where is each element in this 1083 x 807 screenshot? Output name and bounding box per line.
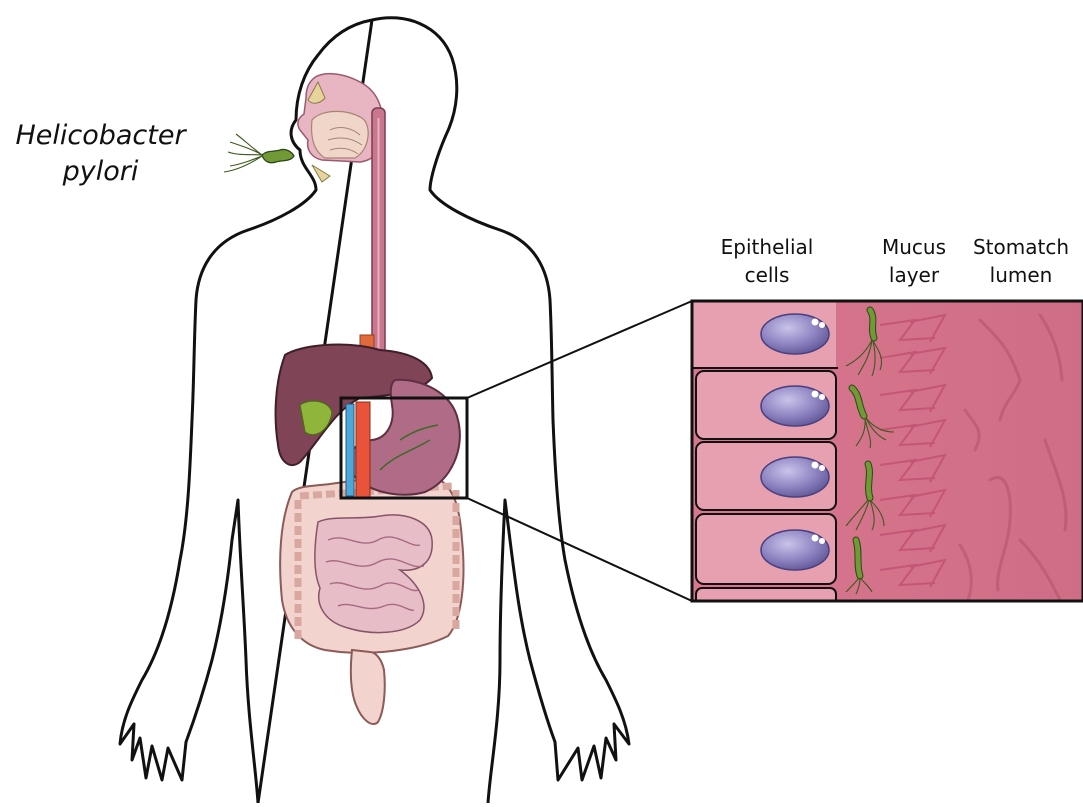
aorta [356, 402, 370, 497]
organism-label: Helicobacter pylori [8, 118, 193, 190]
bacterium-icon [224, 134, 294, 172]
mucus-layer-label: Mucus layer [866, 233, 962, 289]
lumen-label-line1: Stomatch [962, 233, 1080, 261]
vena-cava [346, 404, 354, 496]
zoom-line-top [467, 301, 692, 398]
lumen-label-line2: lumen [962, 261, 1080, 289]
epithelial-cells-label: Epithelial cells [700, 233, 834, 289]
epithelial-cells [692, 301, 838, 608]
organism-name-line2: pylori [8, 154, 193, 190]
zoom-panel [692, 301, 1083, 608]
mucus-label-line2: layer [866, 261, 962, 289]
epithelial-cell [696, 371, 836, 439]
epithelial-label-line2: cells [700, 261, 834, 289]
intestine-icon [280, 476, 463, 724]
epithelial-cell [696, 442, 836, 510]
epithelial-cell [696, 514, 836, 584]
mucus-label-line1: Mucus [866, 233, 962, 261]
epithelial-cell [692, 301, 838, 368]
gallbladder [300, 401, 332, 435]
stomach-lumen-label: Stomatch lumen [962, 233, 1080, 289]
epithelial-label-line1: Epithelial [700, 233, 834, 261]
organism-name-line1: Helicobacter [8, 118, 193, 154]
head-anatomy [298, 74, 384, 182]
